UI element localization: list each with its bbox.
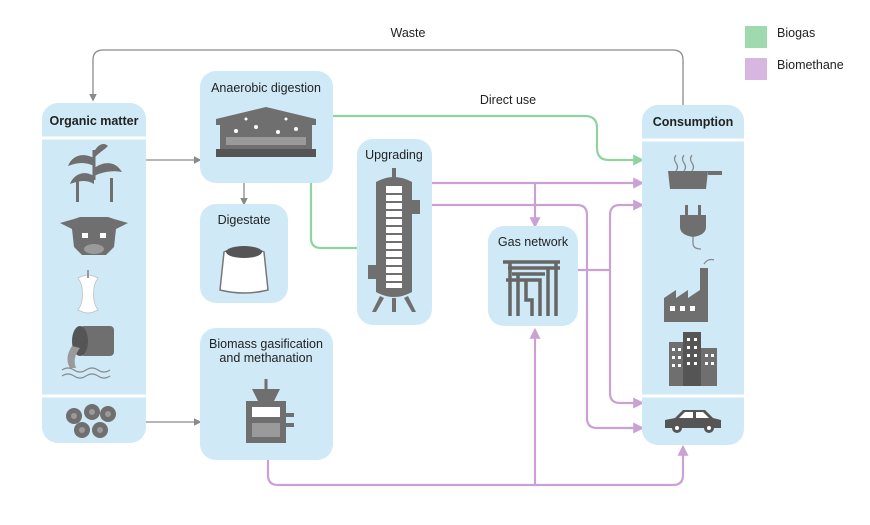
car-icon xyxy=(665,410,721,433)
organic-matter-node: Organic matter xyxy=(42,103,146,443)
power-plug-icon xyxy=(680,205,706,250)
cooking-pot-icon xyxy=(668,154,722,189)
waste-label: Waste xyxy=(391,26,426,40)
crop-plant-icon xyxy=(68,144,122,202)
digestate-title: Digestate xyxy=(218,213,271,227)
factory-icon xyxy=(664,258,715,322)
direct-use-label: Direct use xyxy=(480,93,536,107)
upgrading-title: Upgrading xyxy=(365,148,423,162)
sewage-pipe-icon xyxy=(61,326,114,379)
anaerobic-digestion-node: Anaerobic digestion xyxy=(200,71,333,183)
upgrading-column-icon xyxy=(368,168,420,312)
pipework-icon xyxy=(503,260,560,316)
biomass-gasification-node: Biomass gasification and methanation xyxy=(200,328,333,460)
biomass-gasification-title-line2: and methanation xyxy=(219,351,312,365)
legend: Biogas Biomethane xyxy=(745,26,844,80)
cow-icon xyxy=(60,217,128,255)
legend-swatch-biomethane xyxy=(745,58,767,80)
apple-core-icon xyxy=(77,270,99,314)
consumption-node: Consumption xyxy=(642,105,744,445)
anaerobic-digestion-title: Anaerobic digestion xyxy=(211,81,321,95)
column-trays xyxy=(386,193,402,283)
digestate-node: Digestate xyxy=(200,204,288,303)
network-split-down xyxy=(608,270,645,409)
upgrading-to-network-line xyxy=(432,203,642,430)
direct-use-biogas-line xyxy=(333,114,645,166)
legend-label-biomethane: Biomethane xyxy=(777,58,844,72)
gasification-to-consumption-line xyxy=(266,444,689,487)
office-building-icon xyxy=(669,332,717,386)
flow-lines xyxy=(89,49,689,487)
digestion-to-upgrading-biogas-line xyxy=(309,183,357,250)
consumption-title: Consumption xyxy=(653,115,734,129)
upgrading-node: Upgrading xyxy=(357,139,432,325)
waste-arrow xyxy=(89,49,684,105)
legend-label-biogas: Biogas xyxy=(777,26,815,40)
legend-swatch-biogas xyxy=(745,26,767,48)
network-split-up xyxy=(608,199,645,270)
biomass-gasification-title-line1: Biomass gasification xyxy=(209,337,323,351)
gas-network-title: Gas network xyxy=(498,235,569,249)
organic-matter-title: Organic matter xyxy=(50,114,139,128)
wood-logs-icon xyxy=(66,404,116,438)
gasifier-icon xyxy=(246,379,294,443)
fertilizer-sack-icon xyxy=(219,246,269,294)
digester-tank-icon xyxy=(216,107,316,157)
gas-network-node: Gas network xyxy=(488,226,578,326)
